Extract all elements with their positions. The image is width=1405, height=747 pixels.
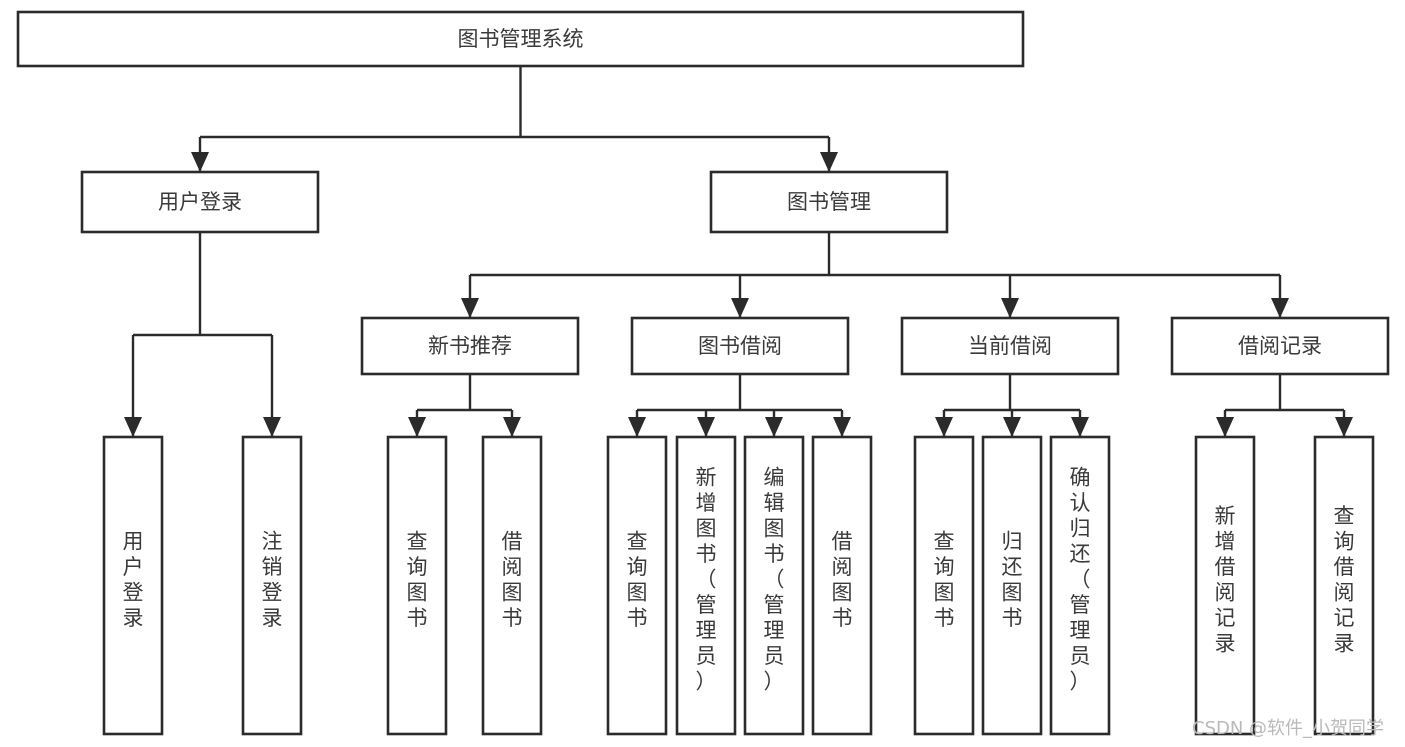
arrow-head-icon	[461, 298, 479, 318]
node-leaf-user-login-label: 用户登录	[123, 529, 144, 630]
node-user-login-label: 用户登录	[158, 190, 242, 214]
arrow-head-icon	[731, 298, 749, 318]
arrow-head-icon	[697, 417, 715, 437]
node-leaf-add-record[interactable]: 新增借阅记录	[1194, 435, 1256, 736]
node-root-system-label: 图书管理系统	[458, 27, 584, 51]
node-boxes: 图书管理系统用户登录图书管理新书推荐图书借阅当前借阅借阅记录用户登录注销登录查询…	[16, 10, 1390, 736]
node-borrow-record-label: 借阅记录	[1238, 334, 1322, 358]
node-leaf-confirm-return-rect	[1049, 435, 1111, 736]
arrow-head-icon	[1071, 417, 1089, 437]
arrow-head-icon	[935, 417, 953, 437]
node-leaf-query-book-2-label: 查询图书	[627, 529, 648, 630]
node-leaf-confirm-return-label: 确认归还（管理员）	[1070, 466, 1091, 694]
connector-lines	[124, 66, 1353, 437]
node-leaf-query-record[interactable]: 查询借阅记录	[1313, 435, 1375, 736]
node-leaf-borrow-book-1-rect	[481, 435, 543, 736]
node-leaf-borrow-book-2[interactable]: 借阅图书	[811, 435, 873, 736]
arrow-head-icon	[765, 417, 783, 437]
node-leaf-user-logout-label: 注销登录	[262, 529, 283, 630]
node-leaf-add-book-label: 新增图书（管理员）	[696, 466, 717, 694]
node-leaf-confirm-return[interactable]: 确认归还（管理员）	[1049, 435, 1111, 736]
arrow-head-icon	[1003, 417, 1021, 437]
node-leaf-borrow-book-2-label: 借阅图书	[832, 529, 853, 630]
node-leaf-query-book-3-rect	[913, 435, 975, 736]
node-leaf-borrow-book-1[interactable]: 借阅图书	[481, 435, 543, 736]
node-book-borrow-label: 图书借阅	[698, 334, 782, 358]
node-leaf-query-book-3-label: 查询图书	[934, 529, 955, 630]
arrow-head-icon	[503, 417, 521, 437]
arrow-head-icon	[124, 417, 142, 437]
node-leaf-return-book-rect	[981, 435, 1043, 736]
arrow-head-icon	[191, 152, 209, 172]
node-leaf-borrow-book-1-label: 借阅图书	[502, 529, 523, 630]
arrow-head-icon	[1271, 298, 1289, 318]
arrow-head-icon	[833, 417, 851, 437]
node-leaf-edit-book-label: 编辑图书（管理员）	[764, 466, 785, 694]
node-current-borrow[interactable]: 当前借阅	[900, 316, 1120, 376]
node-leaf-return-book[interactable]: 归还图书	[981, 435, 1043, 736]
node-leaf-user-logout[interactable]: 注销登录	[241, 435, 303, 736]
node-leaf-query-record-rect	[1313, 435, 1375, 736]
node-leaf-add-book[interactable]: 新增图书（管理员）	[675, 435, 737, 736]
node-leaf-return-book-label: 归还图书	[1002, 529, 1023, 630]
node-root-system[interactable]: 图书管理系统	[16, 10, 1025, 68]
node-book-borrow-rect	[630, 316, 850, 376]
node-leaf-user-logout-rect	[241, 435, 303, 736]
arrow-head-icon	[1216, 417, 1234, 437]
csdn-watermark: CSDN @软件_小贺同学	[1192, 718, 1384, 739]
arrow-head-icon	[1001, 298, 1019, 318]
node-leaf-query-book-3[interactable]: 查询图书	[913, 435, 975, 736]
node-borrow-record[interactable]: 借阅记录	[1170, 316, 1390, 376]
node-book-borrow[interactable]: 图书借阅	[630, 316, 850, 376]
node-leaf-query-book-2-rect	[606, 435, 668, 736]
arrow-head-icon	[263, 417, 281, 437]
arrow-head-icon	[628, 417, 646, 437]
node-leaf-add-book-rect	[675, 435, 737, 736]
node-borrow-record-rect	[1170, 316, 1390, 376]
node-book-manage[interactable]: 图书管理	[709, 170, 949, 234]
node-book-manage-rect	[709, 170, 949, 234]
node-book-manage-label: 图书管理	[787, 190, 871, 214]
arrow-head-icon	[408, 417, 426, 437]
node-leaf-query-record-label: 查询借阅记录	[1334, 504, 1355, 656]
node-leaf-borrow-book-2-rect	[811, 435, 873, 736]
node-leaf-query-book-1-label: 查询图书	[407, 529, 428, 630]
node-leaf-query-book-1[interactable]: 查询图书	[386, 435, 448, 736]
node-leaf-user-login[interactable]: 用户登录	[102, 435, 164, 736]
node-leaf-add-record-rect	[1194, 435, 1256, 736]
node-leaf-query-book-1-rect	[386, 435, 448, 736]
node-current-borrow-label: 当前借阅	[968, 334, 1052, 358]
arrow-head-icon	[820, 152, 838, 172]
node-new-book-recommend[interactable]: 新书推荐	[360, 316, 580, 376]
node-leaf-edit-book-rect	[743, 435, 805, 736]
node-leaf-user-login-rect	[102, 435, 164, 736]
node-root-system-rect	[16, 10, 1025, 68]
arrow-head-icon	[1335, 417, 1353, 437]
node-leaf-add-record-label: 新增借阅记录	[1215, 504, 1236, 656]
node-new-book-recommend-label: 新书推荐	[428, 334, 512, 358]
node-user-login-rect	[80, 170, 320, 234]
node-leaf-query-book-2[interactable]: 查询图书	[606, 435, 668, 736]
node-current-borrow-rect	[900, 316, 1120, 376]
node-leaf-edit-book[interactable]: 编辑图书（管理员）	[743, 435, 805, 736]
node-new-book-recommend-rect	[360, 316, 580, 376]
node-user-login[interactable]: 用户登录	[80, 170, 320, 234]
